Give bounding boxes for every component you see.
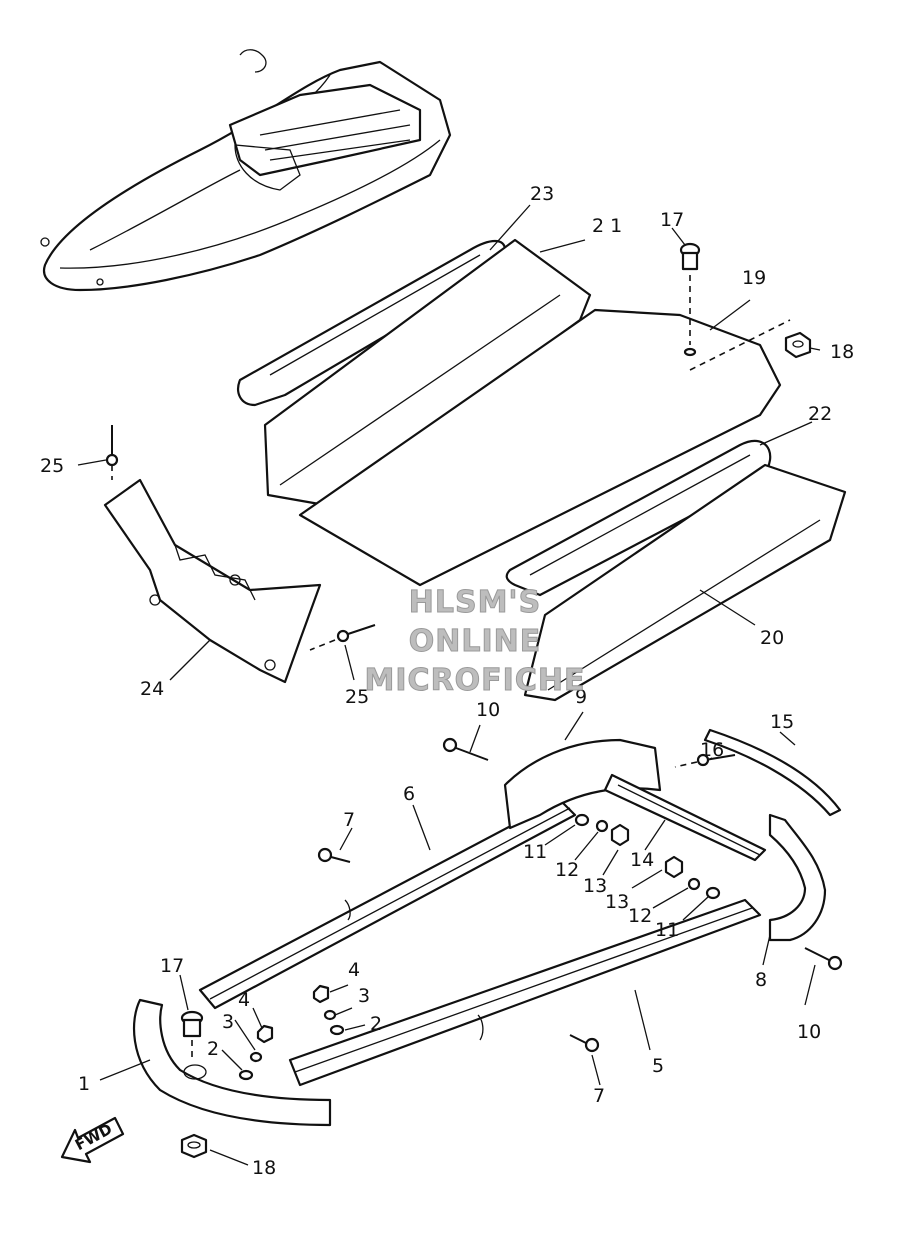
lockwasher-12-a <box>595 819 609 833</box>
mat-19 <box>298 308 791 587</box>
callout-3-left: 3 <box>222 1011 234 1033</box>
nut-4-a <box>312 984 330 1004</box>
callout-7-top: 7 <box>343 809 355 831</box>
bolt-10-bottom <box>804 947 843 971</box>
bumper-1 <box>132 998 332 1127</box>
callout-5: 5 <box>652 1055 664 1077</box>
bracket-8 <box>768 813 827 942</box>
grommet-17-bottom <box>180 1010 204 1062</box>
callout-10-top: 10 <box>476 699 500 721</box>
callout-11-top: 11 <box>523 841 547 863</box>
callout-1: 1 <box>78 1073 90 1095</box>
bracket-24 <box>103 478 322 684</box>
watermark-line-2: ONLINE <box>408 624 542 660</box>
callout-9: 9 <box>575 686 587 708</box>
fwd-arrow-icon <box>60 1116 125 1164</box>
callout-8: 8 <box>755 969 767 991</box>
callout-15: 15 <box>770 711 794 733</box>
callout-23: 23 <box>530 183 554 205</box>
callout-14: 14 <box>630 849 654 871</box>
watermark-line-3: MICROFICHE <box>364 663 586 699</box>
washer-11-b <box>705 886 721 900</box>
bolt-7-bottom <box>569 1034 600 1053</box>
grommet-17-top <box>679 242 701 357</box>
callout-2-right: 2 <box>370 1013 382 1035</box>
trim-15 <box>703 728 842 817</box>
callout-6: 6 <box>403 783 415 805</box>
nut-18-bottom <box>180 1133 208 1159</box>
rail-6 <box>198 798 577 1010</box>
callout-13-top: 13 <box>583 875 607 897</box>
callout-22: 22 <box>808 403 832 425</box>
nut-13-a <box>610 823 630 847</box>
callout-25-bottom: 25 <box>345 686 369 708</box>
washer-2-b <box>238 1069 254 1081</box>
callout-17-top: 17 <box>660 209 684 231</box>
lockwasher-12-b <box>687 877 701 891</box>
callout-21: 2 1 <box>592 215 622 237</box>
bolt-7-top <box>317 847 351 863</box>
callout-3-right: 3 <box>358 985 370 1007</box>
callout-7-bottom: 7 <box>593 1085 605 1107</box>
callout-20: 20 <box>760 627 784 649</box>
watermark-line-1: HLSM'S <box>408 585 542 621</box>
nut-13-b <box>664 855 684 879</box>
callout-19: 19 <box>742 267 766 289</box>
rivet-16 <box>674 753 736 768</box>
callout-labels: 23 2 1 17 19 18 22 25 20 24 25 10 9 15 1… <box>40 183 854 1179</box>
callout-17-bottom: 17 <box>160 955 184 977</box>
lockwasher-3-b <box>249 1051 263 1063</box>
rail-5 <box>288 898 762 1087</box>
bracket-9 <box>503 738 662 830</box>
bolt-10-top <box>442 737 489 761</box>
callout-4-right: 4 <box>348 959 360 981</box>
rivet-25-top <box>105 425 119 480</box>
callout-12-bottom: 12 <box>628 905 652 927</box>
lockwasher-3-a <box>323 1009 337 1021</box>
washer-11-a <box>574 813 590 827</box>
callout-18-top: 18 <box>830 341 854 363</box>
callout-11-bottom: 11 <box>655 919 679 941</box>
callout-10-bottom: 10 <box>797 1021 821 1043</box>
washer-2-a <box>329 1024 345 1036</box>
watercraft-overview <box>40 49 452 292</box>
callout-18-bottom: 18 <box>252 1157 276 1179</box>
callout-25-top: 25 <box>40 455 64 477</box>
nut-18-top <box>784 331 812 359</box>
rail-14 <box>603 773 767 862</box>
callout-16: 16 <box>700 739 724 761</box>
leader-lines <box>77 204 821 1166</box>
callout-13-bottom: 13 <box>605 891 629 913</box>
rivet-25-bottom <box>309 624 376 651</box>
callout-12-top: 12 <box>555 859 579 881</box>
callout-2-left: 2 <box>207 1038 219 1060</box>
callout-4-left: 4 <box>238 989 250 1011</box>
callout-24: 24 <box>140 678 164 700</box>
nut-4-b <box>256 1024 274 1044</box>
mat-20 <box>523 463 847 702</box>
